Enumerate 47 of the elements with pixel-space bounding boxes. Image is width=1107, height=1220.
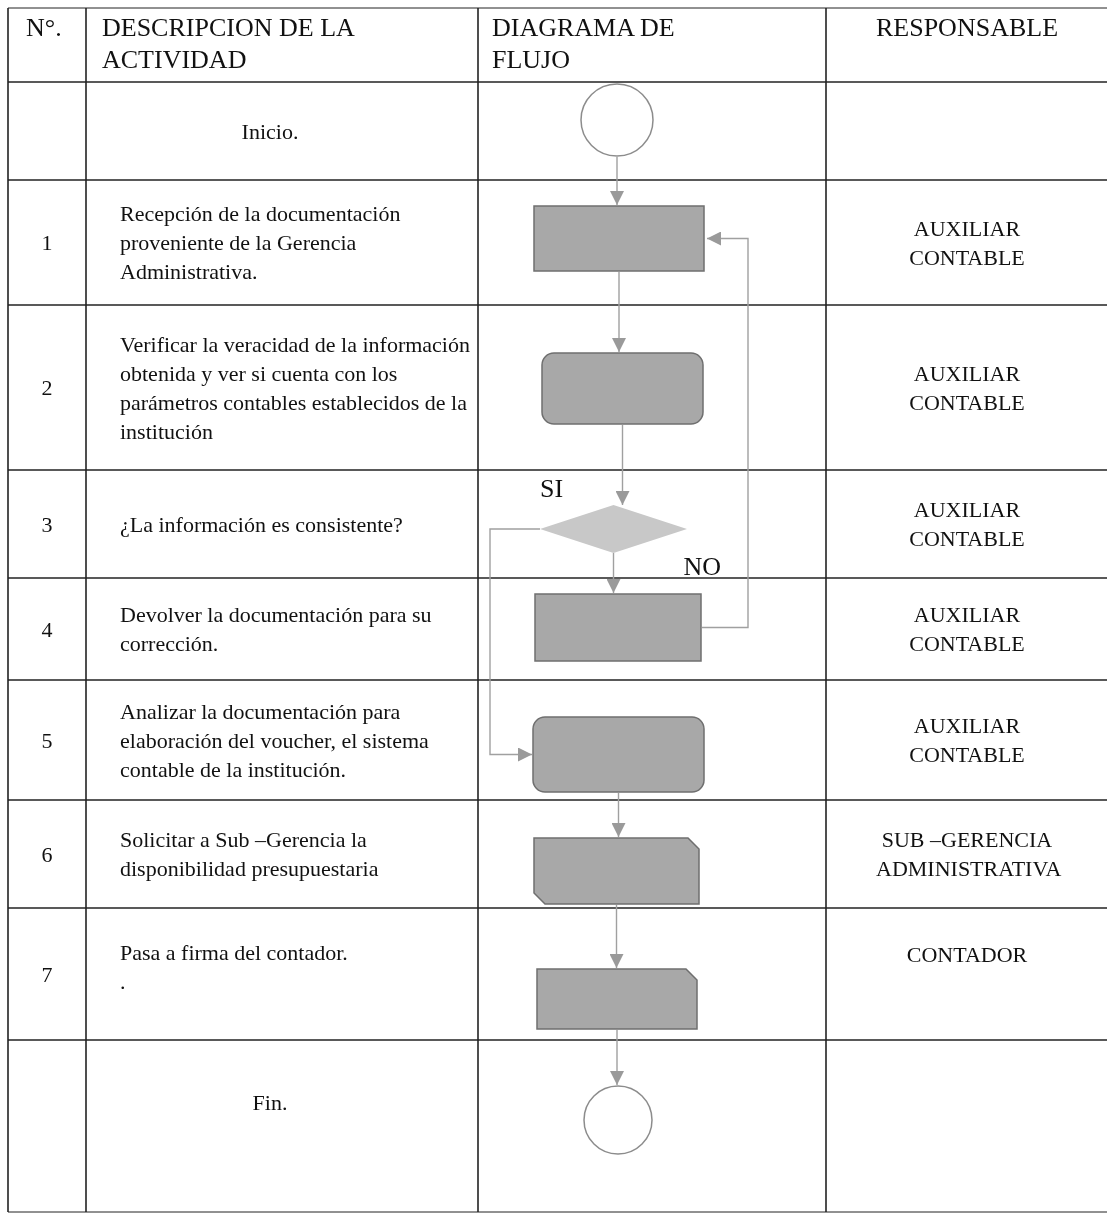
activity-description: ¿La información es consistente? <box>120 510 404 539</box>
decision-diamond <box>540 505 687 553</box>
step-number: 4 <box>40 615 54 644</box>
activity-description: Verificar la veracidad de la información obtenida y ver si cuenta con los parámetros contables establecidos de la institución <box>120 330 470 446</box>
step-number: 3 <box>40 510 54 539</box>
process-box <box>533 837 700 905</box>
responsible-role: AUXILIAR CONTABLE <box>908 601 1026 658</box>
edge-label: SI <box>540 474 564 504</box>
column-header: DIAGRAMA DE FLUJO <box>492 12 676 76</box>
process-box <box>534 593 702 662</box>
responsible-role: AUXILIAR CONTABLE <box>908 359 1026 417</box>
activity-description: Analizar la documentación para elaboración del voucher, el sistema contable de la institución. <box>120 697 430 784</box>
end-circle <box>583 1085 653 1155</box>
responsible-role: CONTADOR <box>905 941 1029 969</box>
step-number: 5 <box>40 726 54 755</box>
process-box <box>536 968 698 1030</box>
column-header: RESPONSABLE <box>874 12 1059 44</box>
process-box <box>532 716 705 793</box>
arrow <box>611 792 626 838</box>
step-number: 2 <box>40 374 54 402</box>
arrow <box>610 156 624 206</box>
responsible-role: AUXILIAR CONTABLE <box>908 214 1026 272</box>
activity-description: Inicio. <box>240 117 300 146</box>
activity-description: Fin. <box>251 1089 289 1117</box>
arrow <box>701 231 749 629</box>
arrow <box>489 528 541 762</box>
column-header: DESCRIPCION DE LA ACTIVIDAD <box>102 12 355 76</box>
step-number: 6 <box>40 840 54 869</box>
arrow <box>610 1029 624 1086</box>
responsible-role: AUXILIAR CONTABLE <box>908 496 1026 553</box>
step-number: 1 <box>40 229 54 257</box>
note-text: . <box>120 968 127 996</box>
activity-description: Solicitar a Sub –Gerencia la disponibilidad presupuestaria <box>120 826 380 883</box>
start-circle <box>580 83 654 157</box>
column-header: N°. <box>26 12 63 44</box>
arrow <box>606 552 621 594</box>
responsible-role: AUXILIAR CONTABLE <box>908 712 1026 769</box>
process-box <box>541 352 704 425</box>
activity-description: Pasa a firma del contador. <box>120 939 349 967</box>
activity-description: Recepción de la documentación proveniente de la Gerencia Administrativa. <box>120 200 402 286</box>
step-number: 7 <box>40 960 54 989</box>
arrow <box>615 424 630 506</box>
process-box <box>533 205 705 272</box>
activity-description: Devolver la documentación para su corrección. <box>120 601 433 658</box>
edge-label: NO <box>683 552 722 582</box>
arrow <box>612 271 626 353</box>
arrow <box>609 904 624 969</box>
